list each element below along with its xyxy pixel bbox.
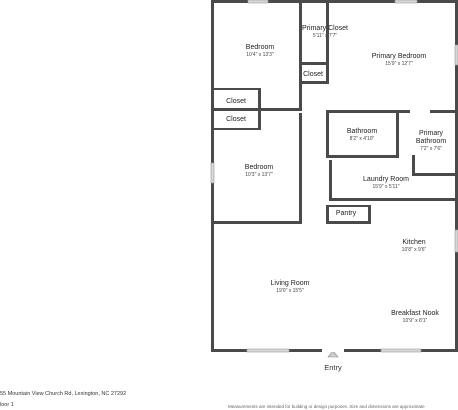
room-name: Closet (226, 98, 246, 105)
wall-primary-closet-bottom (299, 62, 329, 65)
wall-top (211, 0, 458, 3)
wall-primary-bath-left-lower (412, 155, 415, 176)
room-dim: 10'4" x 13'3" (246, 52, 274, 58)
room-name: Living Room (271, 280, 310, 287)
wall-closet3-right (326, 65, 329, 83)
room-name: Bathroom (347, 128, 378, 135)
room-dim: 10'8" x 9'6" (402, 247, 427, 253)
wall-closet1-top (211, 88, 261, 90)
wall-primary-bedroom-bottom (326, 110, 410, 113)
window-left-bedroom2 (210, 162, 215, 184)
wall-closet1-right (258, 88, 261, 110)
wall-bathroom-left (326, 113, 329, 157)
wall-hall-left (299, 0, 302, 110)
window-top-bedroom (247, 0, 269, 4)
room-name: Primary Closet (302, 25, 348, 32)
property-address: 55 Mountain View Church Rd, Lexington, N… (0, 391, 127, 397)
wall-bedroom1-bottom (211, 108, 302, 111)
room-dim: 8'2" x 4'10" (350, 136, 375, 142)
wall-bedroom2-bottom (211, 221, 302, 224)
room-name: Closet (226, 116, 246, 123)
wall-hall-left-lower (299, 113, 302, 224)
wall-closet2-right (258, 110, 261, 130)
wall-pantry-right (368, 205, 371, 224)
interior-walls (211, 0, 458, 224)
window-right-primary (454, 44, 458, 66)
wall-laundry-left (329, 160, 332, 200)
room-name: Kitchen (402, 239, 425, 246)
wall-closet3-bottom (299, 81, 329, 84)
room-dim: 15'9" x 5'11" (372, 184, 399, 190)
wall-primary-bedroom-bottom-right (430, 110, 458, 113)
wall-primary-closet-right-lower (326, 48, 329, 65)
room-name: Pantry (336, 210, 357, 217)
window-top-primary (394, 0, 418, 4)
room-dim: 19'0" x 15'5" (276, 288, 304, 294)
wall-pantry-left (326, 205, 329, 224)
entry-label: Entry (324, 363, 342, 372)
measurement-disclaimer: Measurements are intended for building o… (228, 404, 425, 409)
wall-pantry-bottom (326, 221, 371, 224)
window-right-kitchen (454, 229, 458, 253)
wall-closet2-bottom (211, 128, 261, 130)
wall-laundry-bottom (329, 198, 458, 201)
entry-door-gap (322, 349, 344, 352)
room-name-line2: Bathroom (416, 138, 447, 145)
room-dim: 10'9" x 8'1" (403, 318, 428, 324)
room-dim: 10'3" x 13'7" (245, 172, 273, 178)
windows (210, 0, 458, 353)
entry-arrow (327, 350, 339, 358)
wall-primary-bath-bottom (414, 173, 458, 176)
room-name: Breakfast Nook (391, 310, 439, 317)
room-name: Closet (303, 71, 323, 78)
window-bottom-right (380, 348, 422, 353)
room-name: Bedroom (245, 164, 274, 171)
wall-pantry-top (326, 205, 370, 207)
wall-primary-closet-right (326, 0, 329, 48)
room-name: Laundry Room (363, 176, 409, 183)
wall-bathroom-right (396, 113, 399, 158)
room-name-line1: Primary (419, 130, 444, 137)
room-name: Bedroom (246, 44, 275, 51)
room-name: Primary Bedroom (372, 53, 427, 60)
window-bottom-left (246, 348, 290, 353)
room-dim: 5'11" x 7'7" (313, 33, 337, 39)
wall-bathroom-bottom (326, 155, 398, 158)
room-dim: 7'2" x 7'6" (420, 146, 442, 152)
room-dim: 15'9" x 12'7" (385, 61, 413, 67)
room-labels: Bedroom 10'4" x 13'3" Primary Closet 5'1… (226, 25, 446, 372)
floor-label: loor 1 (0, 402, 14, 408)
